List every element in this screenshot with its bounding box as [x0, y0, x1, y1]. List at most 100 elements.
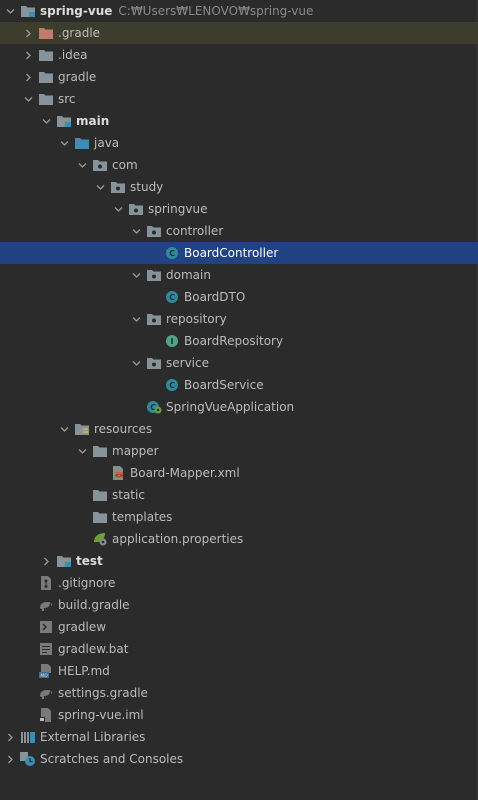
tree-item[interactable]: build.gradle — [0, 594, 478, 616]
package-icon — [110, 180, 126, 194]
tree-item-label: BoardService — [184, 378, 264, 392]
tree-item-label: BoardRepository — [184, 334, 284, 348]
tree-item-label: .gitignore — [58, 576, 116, 590]
tree-item-label: repository — [166, 312, 227, 326]
tree-item[interactable]: C BoardController — [0, 242, 478, 264]
chevron-right-icon[interactable] — [40, 550, 52, 572]
tree-item[interactable]: domain — [0, 264, 478, 286]
folder-icon — [38, 92, 54, 106]
svg-text:C: C — [169, 381, 175, 390]
chevron-right-icon[interactable] — [22, 66, 34, 88]
folder-icon — [38, 70, 54, 84]
tree-item[interactable]: spring-vue.iml — [0, 704, 478, 726]
tree-item[interactable]: gradlew.bat — [0, 638, 478, 660]
tree-item[interactable]: springvue — [0, 198, 478, 220]
chevron-down-icon[interactable] — [4, 0, 16, 22]
tree-item[interactable]: com — [0, 154, 478, 176]
tree-item[interactable]: templates — [0, 506, 478, 528]
gradle-elephant-icon — [38, 598, 54, 612]
module-folder-icon — [56, 114, 72, 128]
scratches-icon — [20, 752, 36, 766]
chevron-down-icon[interactable] — [94, 176, 106, 198]
resources-folder-icon — [74, 422, 90, 436]
tree-item-label: study — [130, 180, 164, 194]
chevron-right-icon[interactable] — [4, 726, 16, 748]
tree-item[interactable]: java — [0, 132, 478, 154]
tree-item-label: Board-Mapper.xml — [130, 466, 240, 480]
chevron-down-icon[interactable] — [76, 154, 88, 176]
tree-item-label: src — [58, 92, 76, 106]
tree-item[interactable]: test — [0, 550, 478, 572]
chevron-down-icon[interactable] — [130, 308, 142, 330]
tree-item[interactable]: C BoardService — [0, 374, 478, 396]
tree-item-label: Scratches and Consoles — [40, 752, 184, 766]
svg-text:<>: <> — [115, 473, 123, 479]
tree-item[interactable]: Scratches and Consoles — [0, 748, 478, 770]
chevron-down-icon[interactable] — [76, 440, 88, 462]
tree-item[interactable]: resources — [0, 418, 478, 440]
tree-item[interactable]: gradlew — [0, 616, 478, 638]
tree-item[interactable]: controller — [0, 220, 478, 242]
chevron-down-icon[interactable] — [22, 88, 34, 110]
tree-item[interactable]: <> Board-Mapper.xml — [0, 462, 478, 484]
tree-item[interactable]: gradle — [0, 66, 478, 88]
xml-file-icon: <> — [110, 466, 126, 480]
tree-item[interactable]: mapper — [0, 440, 478, 462]
chevron-right-icon[interactable] — [22, 44, 34, 66]
tree-item[interactable]: src — [0, 88, 478, 110]
package-icon — [146, 356, 162, 370]
chevron-down-icon[interactable] — [40, 110, 52, 132]
svg-text:C: C — [150, 403, 156, 412]
chevron-down-icon[interactable] — [58, 418, 70, 440]
markdown-icon: MD — [38, 664, 54, 678]
tree-item[interactable]: External Libraries — [0, 726, 478, 748]
tree-item[interactable]: study — [0, 176, 478, 198]
tree-item-label: controller — [166, 224, 224, 238]
chevron-down-icon[interactable] — [130, 220, 142, 242]
tree-item-label: BoardController — [184, 246, 279, 260]
excluded-folder-icon — [38, 26, 54, 40]
tree-item[interactable]: repository — [0, 308, 478, 330]
tree-item[interactable]: application.properties — [0, 528, 478, 550]
svg-text:C: C — [169, 249, 175, 258]
chevron-down-icon[interactable] — [112, 198, 124, 220]
tree-item[interactable]: settings.gradle — [0, 682, 478, 704]
tree-item-label: test — [76, 554, 103, 568]
package-icon — [146, 268, 162, 282]
module-folder-icon — [20, 4, 36, 18]
tree-item-label: application.properties — [112, 532, 244, 546]
tree-item-label: domain — [166, 268, 211, 282]
tree-item-label: static — [112, 488, 145, 502]
tree-item[interactable]: .idea — [0, 44, 478, 66]
folder-icon — [38, 48, 54, 62]
scrollbar-track[interactable] — [476, 0, 478, 800]
tree-item[interactable]: service — [0, 352, 478, 374]
tree-item-label: .gradle — [58, 26, 101, 40]
class-icon: C — [164, 290, 180, 304]
package-icon — [92, 158, 108, 172]
tree-item-label: com — [112, 158, 138, 172]
tree-item-label: gradlew.bat — [58, 642, 129, 656]
chevron-right-icon[interactable] — [4, 748, 16, 770]
gradle-elephant-icon — [38, 686, 54, 700]
chevron-down-icon[interactable] — [130, 264, 142, 286]
tree-item[interactable]: .gradle — [0, 22, 478, 44]
package-icon — [146, 224, 162, 238]
shell-script-icon — [38, 620, 54, 634]
tree-item[interactable]: main — [0, 110, 478, 132]
tree-item-label: gradlew — [58, 620, 107, 634]
package-icon — [128, 202, 144, 216]
class-icon: C — [164, 246, 180, 260]
tree-item[interactable]: .gitignore — [0, 572, 478, 594]
chevron-right-icon[interactable] — [22, 22, 34, 44]
tree-item-label: spring-vue.iml — [58, 708, 144, 722]
tree-item[interactable]: static — [0, 484, 478, 506]
chevron-down-icon[interactable] — [130, 352, 142, 374]
chevron-down-icon[interactable] — [58, 132, 70, 154]
